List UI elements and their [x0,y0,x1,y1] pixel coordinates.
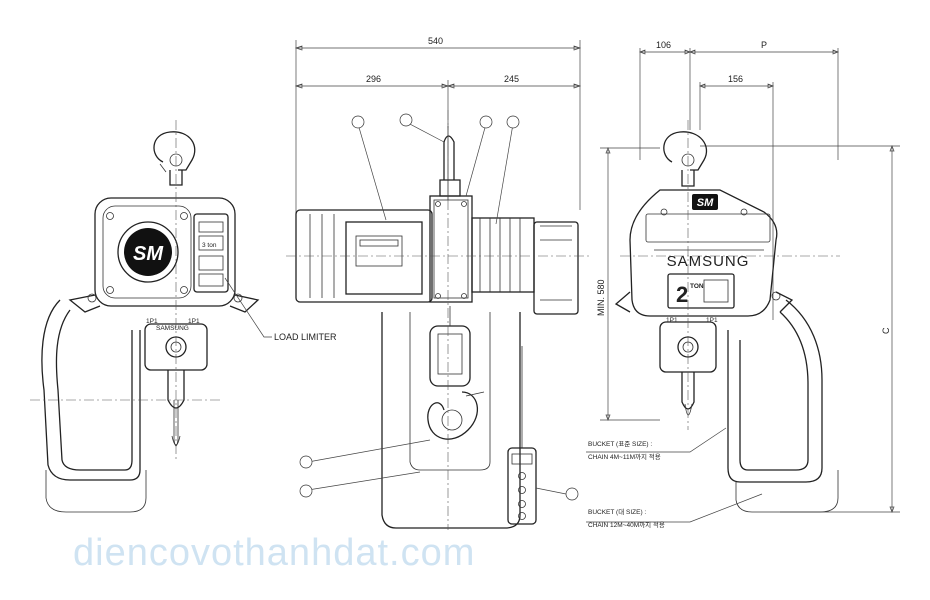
sm-logo-front: SM [124,228,172,276]
samsung-mini-label: SAMSUNG [156,325,189,332]
dim-right-width: 245 [504,74,519,84]
rear-branding: SM SAMSUNG 2 TON [667,194,750,307]
watermark-text: diencovothanhdat.com [73,532,476,574]
capacity-unit: TON [690,283,704,290]
dim-left-width: 296 [366,74,381,84]
dim-height-c: C [881,327,891,334]
bucket-big-line1: BUCKET (대 SIZE) : [588,508,646,516]
dim-side-offset: 106 [656,40,671,50]
svg-text:1P1: 1P1 [188,318,200,325]
front-view: 1P1 1P1 SAMSUNG [30,120,260,513]
capacity-number: 2 [676,282,688,307]
dim-total-width: 540 [428,36,443,46]
load-limiter-label: LOAD LIMITER [274,332,337,342]
dim-side-hook: 156 [728,74,743,84]
sm-logo-rear-text: SM [697,197,714,209]
sm-logo-text: SM [133,243,164,265]
bucket-std-line2: CHAIN 4M~11M까지 적용 [588,452,661,461]
dim-side-p: P [761,40,767,50]
svg-text:1P1: 1P1 [146,318,158,325]
load-label: 3 ton [202,242,217,249]
rear-view: 106 P 156 MIN. 580 C [596,40,900,513]
bucket-big-line2: CHAIN 12M~40M까지 적용 [588,520,665,529]
dim-min-height: MIN. 580 [596,279,606,316]
bucket-std-line1: BUCKET (표준 SIZE) : [588,440,652,448]
svg-text:1P1: 1P1 [706,317,718,324]
side-elevation: 540 296 245 [286,36,590,530]
samsung-plate-text: SAMSUNG [667,253,750,270]
svg-text:1P1: 1P1 [666,317,678,324]
